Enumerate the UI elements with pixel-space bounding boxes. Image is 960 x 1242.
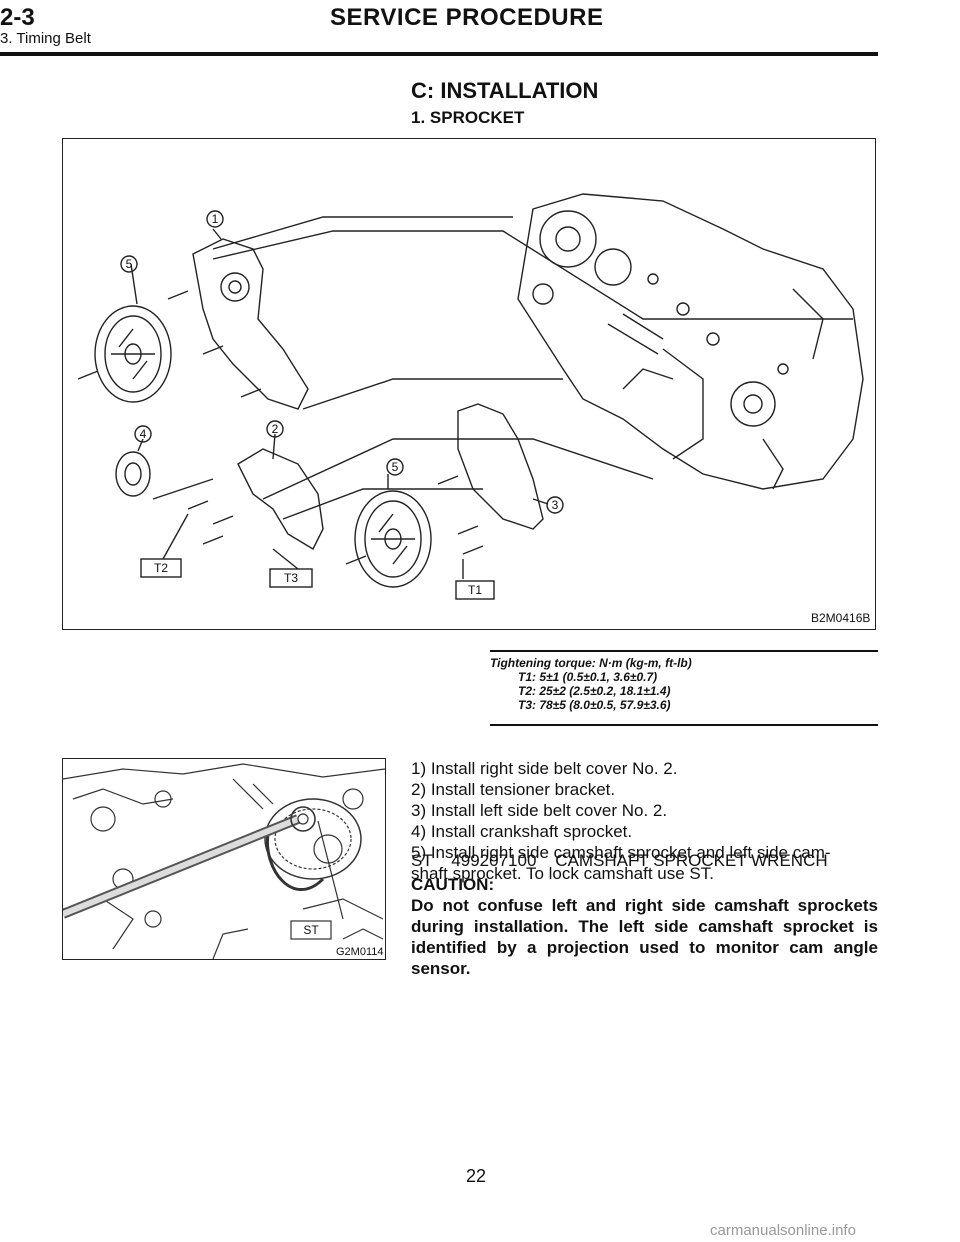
sprocket-wrench-illustration: ST G2M0114 (62, 758, 386, 960)
watermark: carmanualsonline.info (710, 1222, 856, 1239)
torque-row: T2: 25±2 (2.5±0.2, 18.1±1.4) (518, 684, 671, 698)
step-line: 3) Install left side belt cover No. 2. (411, 801, 668, 820)
callout-4: 4 (140, 427, 147, 441)
step-line: 1) Install right side belt cover No. 2. (411, 759, 678, 778)
sprocket-wrench-art: ST G2M0114 (63, 763, 385, 959)
figure2-code: G2M0114 (336, 946, 384, 958)
torque-row: T1: 5±1 (0.5±0.1, 3.6±0.7) (518, 670, 658, 684)
caution-title: CAUTION: (411, 875, 495, 894)
torque-spec-box: Tightening torque: N·m (kg-m, ft-lb) T1:… (490, 650, 878, 726)
callout-3: 3 (552, 498, 559, 512)
figure-code: B2M0416B (811, 611, 871, 625)
torque-label-t1: T1 (468, 583, 482, 597)
special-tool-line: ST 499207100 CAMSHAFT SPROCKET WRENCH (411, 851, 828, 870)
section-number: 2-3 (0, 4, 35, 31)
st-label: ST (303, 923, 319, 937)
sub-heading: 1. SPROCKET (411, 108, 525, 127)
torque-label-t3: T3 (284, 571, 298, 585)
step-line: 5) Install right side camshaft sprocket … (411, 843, 831, 862)
callout-5-lower: 5 (392, 460, 399, 474)
section-title: SERVICE PROCEDURE (330, 4, 604, 31)
exploded-diagram: 1 2 3 4 5 5 T1 T2 T3 B2M0416B (62, 138, 876, 630)
step-line: shaft sprocket. To lock camshaft use ST. (411, 864, 714, 883)
callout-5-upper: 5 (126, 257, 133, 271)
torque-label-t2: T2 (154, 561, 168, 575)
page-heading: C: INSTALLATION (411, 78, 599, 103)
subsection-title: 3. Timing Belt (0, 30, 91, 47)
caution-text: Do not confuse left and right side camsh… (411, 896, 878, 978)
header-rule (0, 52, 878, 56)
torque-heading: Tightening torque: N·m (kg-m, ft-lb) (490, 656, 692, 670)
caution-note: CAUTION: Do not confuse left and right s… (411, 874, 878, 979)
page-number: 22 (466, 1166, 487, 1186)
page-header: 2-3 SERVICE PROCEDURE 3. Timing Belt (0, 0, 960, 58)
callout-1: 1 (212, 212, 219, 226)
step-line: 2) Install tensioner bracket. (411, 780, 616, 799)
exploded-diagram-art: 1 2 3 4 5 5 T1 T2 T3 (77, 193, 864, 600)
torque-row: T3: 78±5 (8.0±0.5, 57.9±3.6) (518, 698, 671, 712)
callout-2: 2 (272, 422, 279, 436)
step-line: 4) Install crankshaft sprocket. (411, 822, 633, 841)
installation-steps: 1) Install right side belt cover No. 2. … (411, 758, 878, 884)
